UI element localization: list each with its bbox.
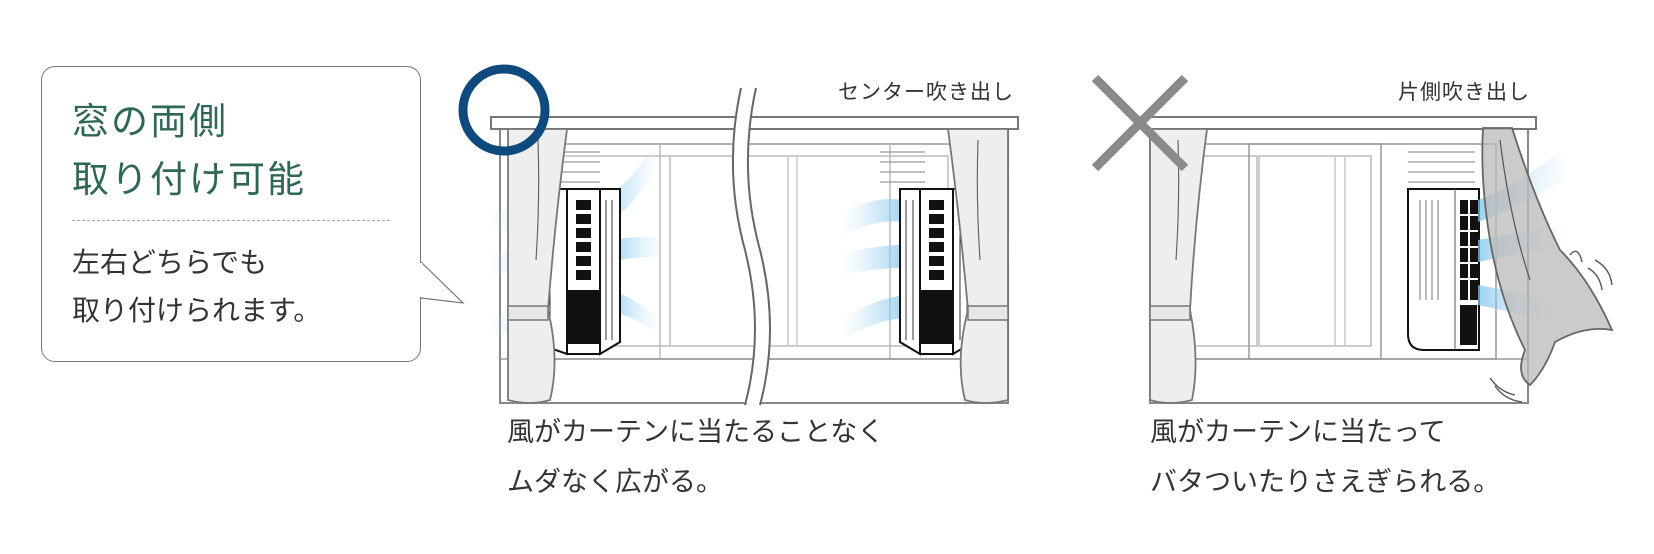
bad-caption: 風がカーテンに当たって バタついたりさえぎられる。 [1150,408,1500,508]
bad-caption-line-1: 風がカーテンに当たって [1150,417,1446,448]
circle-icon [458,64,550,156]
bad-caption-line-2: バタついたりさえぎられる。 [1150,467,1501,498]
curtain-left [507,128,569,404]
callout-body-line-2: 取り付けられます。 [72,294,322,327]
callout-bubble: 窓の両側 取り付け可能 左右どちらでも 取り付けられます。 [41,66,421,362]
curtain-billowing [1481,127,1614,403]
dashed-divider [72,220,390,221]
cross-icon [1091,74,1189,172]
curtain-right [946,128,1009,404]
callout-body: 左右どちらでも 取り付けられます。 [72,239,321,335]
break-mark [731,86,771,408]
curtain-left-bad [1149,128,1209,404]
bubble-tail [419,262,465,304]
good-window [458,64,1019,408]
ac-unit-single [1407,188,1480,351]
callout-title-line-2: 取り付け可能 [72,158,306,201]
center-outlet-label: センター吹き出し [838,80,1014,104]
bad-window [1091,74,1614,404]
single-side-outlet-label: 片側吹き出し [1398,80,1530,104]
callout-title-line-1: 窓の両側 [72,100,228,143]
good-caption-line-1: 風がカーテンに当たることなく [507,417,885,448]
good-caption: 風がカーテンに当たることなく ムダなく広がる。 [507,408,884,508]
callout-body-line-1: 左右どちらでも [72,246,268,279]
callout-title: 窓の両側 取り付け可能 [72,93,306,209]
good-caption-line-2: ムダなく広がる。 [507,467,723,498]
